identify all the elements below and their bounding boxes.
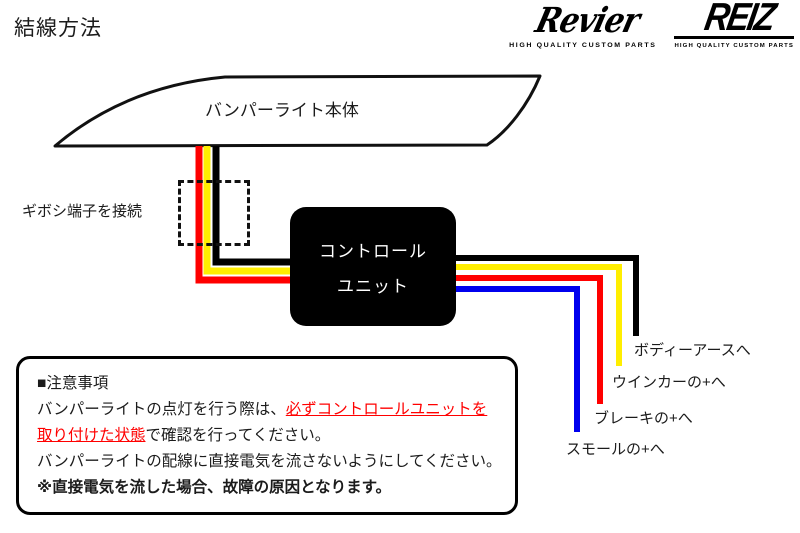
caution-line-3: バンパーライトの配線に直接電気を流さないようにしてください。: [37, 453, 502, 470]
wire-black-right-segment: [450, 255, 639, 336]
brand-logo-revier: Revier HIGH QUALITY CUSTOM PARTS: [509, 1, 657, 49]
brand-logos: Revier HIGH QUALITY CUSTOM PARTS REIZ HI…: [509, 0, 794, 49]
gibosi-terminal-dashed-box: [178, 180, 250, 246]
control-unit-label-line2: ユニット: [337, 276, 409, 296]
wire-red-right-segment: [450, 275, 603, 404]
caution-box: ■注意事項 バンパーライトの点灯を行う際は、必ずコントロールユニットを 取り付け…: [16, 356, 518, 515]
page-title: 結線方法: [14, 17, 102, 40]
caution-line-4: ※直接電気を流した場合、故障の原因となります。: [37, 479, 392, 496]
control-unit-label-line1: コントロール: [319, 241, 427, 261]
brand-logo-reiz-rule: [674, 36, 794, 39]
caution-heading: ■注意事項: [37, 375, 109, 392]
gibosi-terminal-label: ギボシ端子を接続: [22, 203, 143, 220]
wire-label-winker: ウインカーの+へ: [612, 374, 726, 391]
wire-red-left-segment: [195, 146, 300, 284]
caution-line-1-text: バンパーライトの点灯を行う際は、: [37, 401, 286, 418]
caution-line-2-text: で確認を行ってください。: [145, 427, 331, 444]
wire-yellow-left-segment: [203, 146, 300, 275]
brand-logo-reiz: REIZ HIGH QUALITY CUSTOM PARTS: [674, 0, 794, 49]
bumper-light-label: バンパーライト本体: [205, 101, 359, 120]
brand-logo-reiz-tagline: HIGH QUALITY CUSTOM PARTS: [674, 43, 794, 49]
wire-label-small: スモールの+へ: [566, 441, 665, 458]
brand-logo-revier-tagline: HIGH QUALITY CUSTOM PARTS: [509, 42, 657, 49]
wire-black-left-segment: [212, 146, 300, 266]
caution-line-1: バンパーライトの点灯を行う際は、必ずコントロールユニットを: [37, 397, 515, 423]
wire-label-brake: ブレーキの+へ: [594, 410, 693, 427]
control-unit: コントロール ユニット: [290, 207, 456, 326]
caution-line-1-emphasis: 必ずコントロールユニットを: [285, 401, 488, 418]
bumper-light-outline: [53, 74, 542, 148]
caution-line-2-emphasis: 取り付けた状態: [37, 427, 146, 444]
caution-line-2: 取り付けた状態で確認を行ってください。: [37, 423, 515, 449]
wire-blue-right-segment: [450, 286, 580, 432]
wire-yellow-right-segment: [450, 264, 622, 366]
wire-label-body-earth: ボディーアースへ: [634, 342, 751, 359]
